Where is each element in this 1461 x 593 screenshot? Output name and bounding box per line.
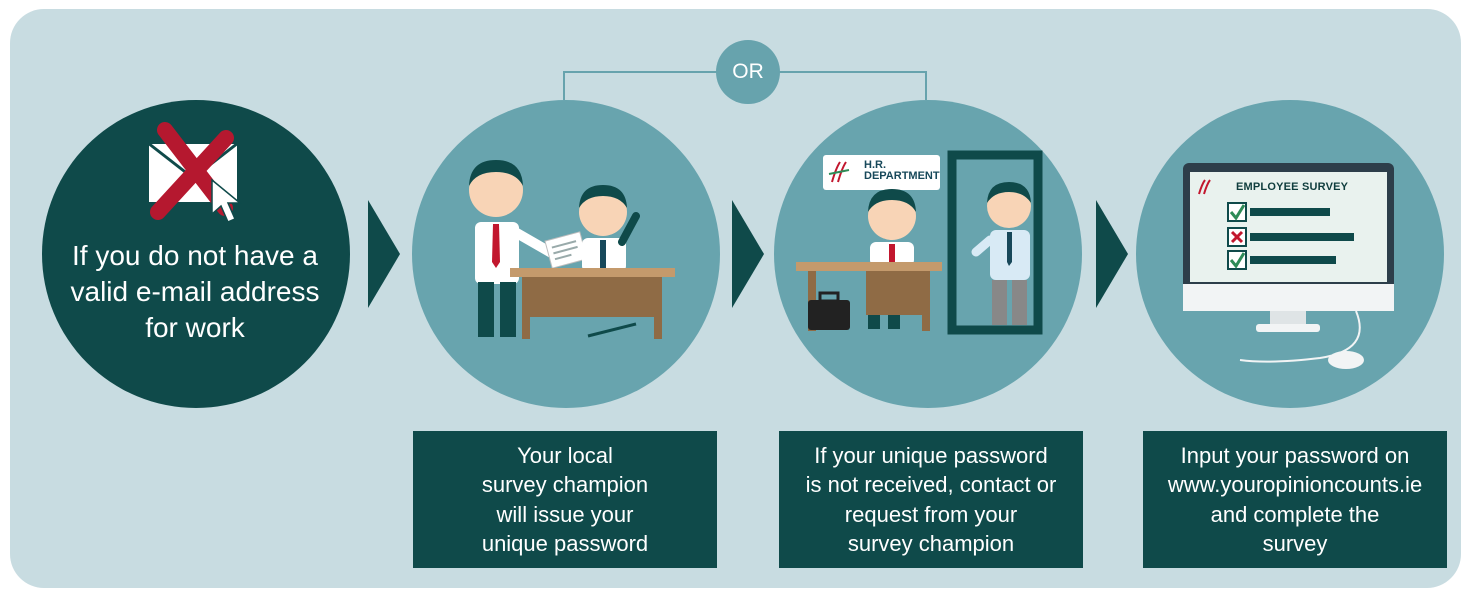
step-3-line-2: www.youropinioncounts.ie [1167, 472, 1423, 497]
step-2-line-2: is not received, contact or [805, 472, 1057, 497]
step-2-line-3: request from your [844, 501, 1018, 527]
start-line-2: valid e-mail address [70, 276, 320, 307]
or-connector [563, 40, 927, 104]
step-3-line-3: and complete the [1210, 501, 1380, 527]
arrow-2-icon [732, 200, 764, 308]
step-1-line-4: unique password [481, 531, 649, 556]
start-line-1: If you do not have a [72, 240, 318, 271]
step-1-card: Your local survey champion will issue yo… [413, 431, 717, 568]
step-3-line-1: Input your password on [1180, 442, 1410, 468]
step-1-line-1: Your local [517, 442, 613, 468]
step-1-line-3: will issue your [496, 501, 634, 527]
start-line-3: for work [145, 312, 245, 343]
start-circle [42, 100, 350, 408]
hr-sign-line-1: H.R. [864, 159, 886, 171]
step-2-card: If your unique password is not received,… [779, 431, 1083, 568]
step-2-line-1: If your unique password [814, 442, 1048, 468]
start-condition-text: If you do not have a valid e-mail addres… [44, 238, 346, 346]
employee-survey-monitor-illustration [1183, 163, 1394, 369]
hr-sign-line-2: DEPARTMENT [864, 170, 940, 182]
arrow-1-icon [368, 200, 400, 308]
or-label: OR [732, 60, 764, 83]
survey-screen-title: EMPLOYEE SURVEY [1236, 181, 1349, 193]
hr-department-illustration [796, 150, 1043, 335]
arrow-3-icon [1096, 200, 1128, 308]
step-3-card: Input your password on www.youropinionco… [1143, 431, 1447, 568]
champion-issuing-password-illustration [469, 160, 675, 339]
step-1-line-2: survey champion [481, 472, 649, 497]
step-2-line-4: survey champion [847, 531, 1015, 556]
step-3-line-4: survey [1262, 531, 1328, 556]
crossed-out-email-icon [147, 122, 243, 223]
hr-department-sign: H.R. DEPARTMENT [864, 160, 940, 182]
